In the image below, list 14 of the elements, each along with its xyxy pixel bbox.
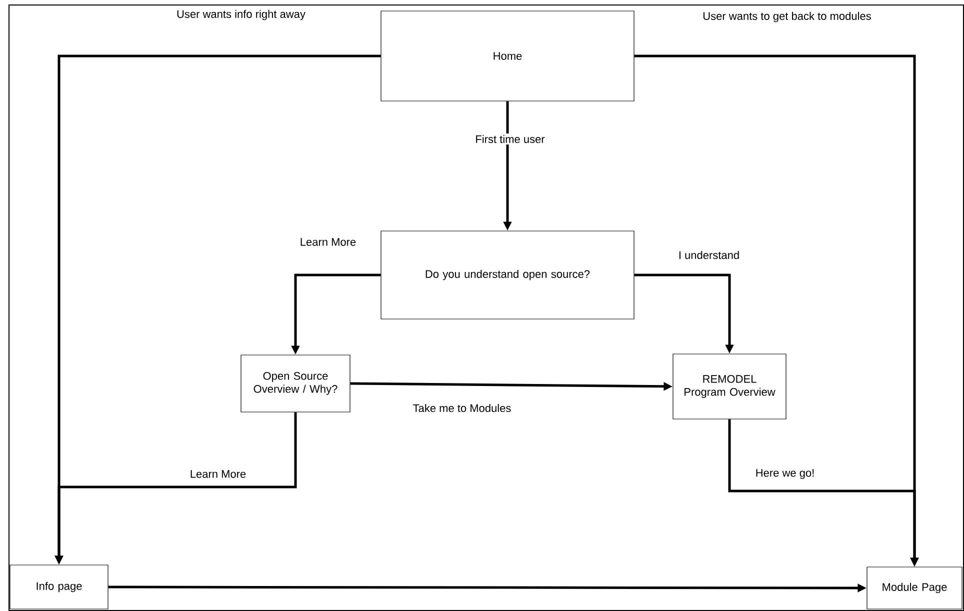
process-box: Do you understand open source?	[380, 230, 634, 320]
process-box: REMODEL Program Overview	[672, 354, 786, 420]
process-box: Home	[380, 10, 634, 102]
process-box: Info page	[10, 564, 108, 610]
process-box: Open Source Overview / Why?	[240, 354, 350, 412]
edge-label: User wants info right away	[175, 8, 307, 22]
edge-label: Learn More	[188, 468, 248, 480]
process-box: Module Page	[866, 566, 962, 610]
edge-label: First time user	[474, 133, 546, 145]
edge-label: Learn More	[298, 236, 358, 248]
edge-label: Here we go!	[754, 468, 816, 480]
edge-label: User wants to get back to modules	[701, 10, 873, 24]
edge-label: Take me to Modules	[411, 402, 513, 414]
edge-label: I understand	[676, 249, 742, 261]
